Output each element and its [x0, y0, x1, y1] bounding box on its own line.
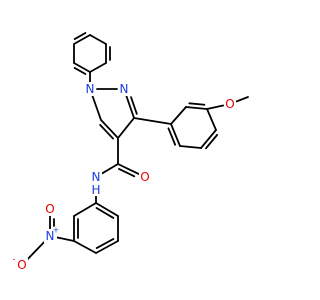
n2-label-bg: [118, 82, 130, 96]
n-nitro-charge: +: [53, 226, 60, 235]
bond-C3-mb1: [133, 117, 172, 125]
atom-nh: N: [92, 170, 101, 184]
nh-label-bg: [90, 170, 102, 196]
structure-canvas: N N O O N H N + O O -: [12, 32, 249, 272]
o-carbonyl-label-bg: [139, 170, 151, 184]
bond-nr6-nr1: [73, 202, 97, 217]
bond-mb4-mb5: [200, 129, 217, 149]
bond-pa6-pa1: [73, 62, 91, 73]
atom-h-amide: H: [91, 183, 100, 197]
atom-n-nitro: N: [46, 229, 55, 243]
bonds-layer: [25, 32, 249, 261]
bond-mb3-OMe: [206, 104, 225, 110]
bond-CO-NH: [101, 163, 119, 175]
bond-mb4-mb5-second: [205, 133, 219, 150]
bond-N2-C3: [125, 94, 135, 119]
atom-n1: N: [86, 82, 95, 96]
bond-Nn-On2: [25, 240, 47, 261]
bond-pa4-pa5: [73, 34, 91, 45]
bond-mb5-mb6: [179, 145, 202, 149]
bond-nr3-nr4-second: [95, 238, 115, 249]
bond-C3-C4: [117, 117, 135, 139]
bond-nr1-nr2: [95, 202, 119, 217]
bond-pa4-pa5-second: [73, 32, 87, 40]
bond-mb3-mb4: [206, 108, 217, 131]
o-nitro-top-label-bg: [44, 202, 56, 216]
o-nitro-charge: -: [13, 255, 16, 264]
atom-n2: N: [120, 82, 129, 96]
bond-mb2-mb3: [185, 106, 208, 110]
atom-o-carbonyl: O: [140, 170, 149, 184]
bond-C5-N1: [91, 94, 102, 121]
bond-pa1-pa2: [89, 62, 107, 73]
o-nitro-left-label-bg: [16, 258, 28, 272]
bond-OMe-Me: [235, 96, 249, 103]
bond-CO-Oc-second: [118, 168, 136, 178]
bond-mb2-mb3-second: [188, 102, 206, 106]
atom-o-nitro-left: O: [17, 258, 26, 272]
bond-N2-C3-second: [130, 96, 138, 115]
atom-labels-layer: N N O O N H N + O O -: [13, 82, 236, 272]
molecule-structure: N N O O N H N + O O -: [13, 32, 249, 272]
bond-nr4-nr5: [73, 240, 97, 254]
bond-nr1-nr2-second: [95, 207, 115, 219]
bond-CO-Oc: [117, 163, 140, 175]
atom-o-methoxy: O: [225, 97, 234, 111]
n-nitro-label-bg: [44, 229, 57, 243]
o-methoxy-label-bg: [224, 97, 236, 111]
bond-mb1-mb2: [170, 106, 187, 125]
bond-mb6-mb1: [170, 123, 181, 147]
atom-o-nitro-top: O: [45, 202, 54, 216]
bond-pa6-pa1-second: [73, 67, 87, 75]
bond-nr3-nr4: [95, 240, 119, 254]
bond-nr5-Nn: [55, 236, 75, 242]
bond-mb6-mb1-second: [167, 127, 177, 146]
bond-C4-C5: [100, 119, 119, 139]
n1-label-bg: [84, 82, 96, 96]
bond-pa3-pa4: [89, 34, 107, 45]
bond-C4-C5-second: [99, 124, 114, 140]
